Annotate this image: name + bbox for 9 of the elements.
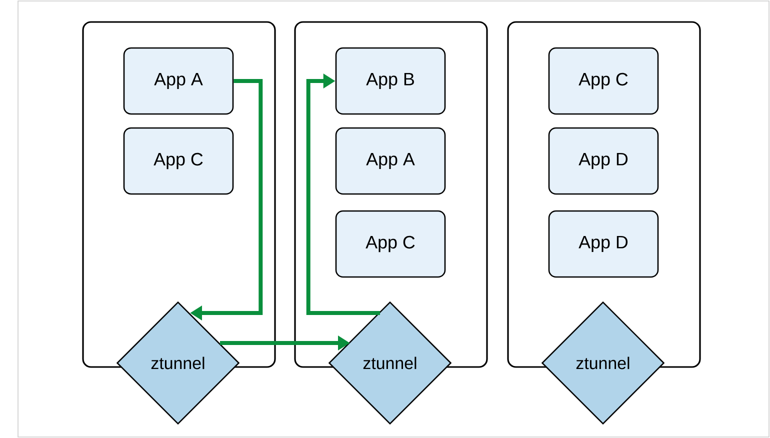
app-box: App D [548, 210, 659, 278]
app-box: App C [335, 210, 446, 278]
app-box: App D [548, 127, 659, 195]
app-box: App A [123, 47, 234, 115]
app-box: App A [335, 127, 446, 195]
app-box: App C [548, 47, 659, 115]
arrow [306, 74, 380, 315]
app-box: App C [123, 127, 234, 195]
app-box: App B [335, 47, 446, 115]
